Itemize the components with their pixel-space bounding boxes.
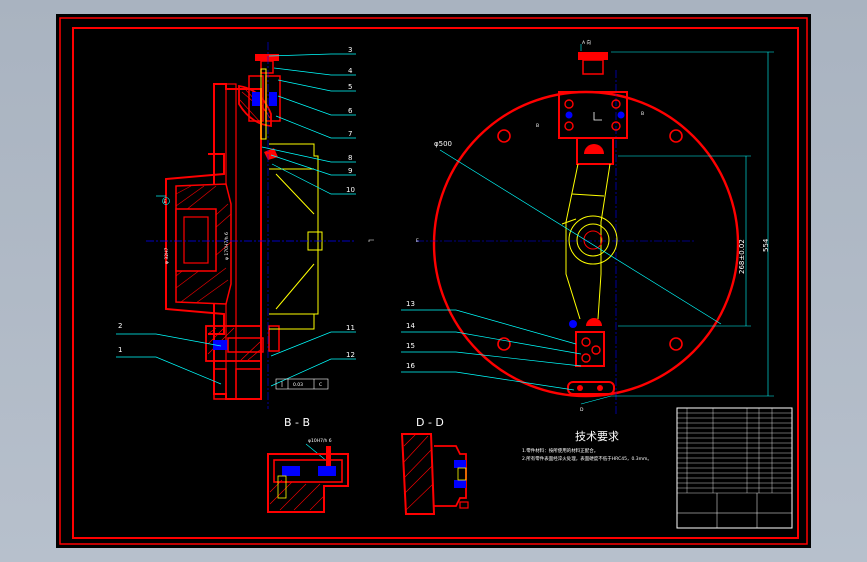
section-bb-title: B - B [284,416,310,429]
callout-5: 5 [348,83,352,91]
section-dd-title: D - D [416,416,444,429]
view-a-label: A 向 [582,39,592,46]
callout-8: 8 [348,154,352,162]
left-annotations: φ 32H7 φ 170H7/h 6 E 0.03 C [162,197,374,390]
right-plan-view [416,44,774,414]
callout-15: 15 [406,342,415,350]
callout-2: 2 [118,322,122,330]
callout-3: 3 [348,46,352,54]
dim-268: 268±0.02 [738,239,746,274]
right-annotations: φ500 268±0.02 554 A 向 B B D E [416,39,770,413]
dim-554: 554 [762,238,770,252]
right-callout-labels: 13 14 15 16 [406,300,415,370]
diameter-label: φ500 [434,140,452,148]
callout-10: 10 [346,186,355,194]
callout-16: 16 [406,362,415,370]
right-leaders [401,309,582,391]
callout-6: 6 [348,107,353,115]
tolerance-ref: C [319,382,322,388]
section-bb: B - B φ10H7/h 6 [267,416,349,513]
mark-d: D [580,407,584,413]
fit-phi32: φ 32H7 [164,247,170,264]
callout-14: 14 [406,322,415,330]
mark-b-left: B [536,123,539,129]
callout-7: 7 [348,130,352,138]
fit-phi170: φ 170H7/h 6 [224,232,230,260]
cad-drawing: 3 4 5 6 7 8 9 10 11 12 2 1 φ 32H7 φ 170H… [59,17,808,545]
callout-1: 1 [118,346,122,354]
mark-b-right: B [641,111,644,117]
callout-9: 9 [348,167,352,175]
drawing-viewport[interactable]: 3 4 5 6 7 8 9 10 11 12 2 1 φ 32H7 φ 170H… [56,14,811,548]
callout-13: 13 [406,300,415,308]
tech-title: 技术要求 [575,430,619,443]
left-section-view [146,42,356,409]
tech-requirements: 技术要求 1.零件材料：按所使用的材料正配合。 2.所有零件表面经淬火处理，表面… [522,430,652,462]
left-callout-labels: 3 4 5 6 7 8 9 10 11 12 2 1 [118,46,355,359]
callout-4: 4 [348,67,353,75]
tolerance-value: 0.03 [293,382,303,388]
section-dd: D - D [400,416,469,515]
tech-line-2: 2.所有零件表面经淬火处理，表面硬度不低于HRC45，0.3mm。 [522,455,652,462]
left-leaders [116,53,356,387]
title-block [676,407,793,529]
mark-e: E [416,238,419,244]
fit-bb: φ10H7/h 6 [308,438,332,444]
callout-12: 12 [346,351,355,359]
tech-line-1: 1.零件材料：按所使用的材料正配合。 [522,447,598,454]
callout-11: 11 [346,324,355,332]
drawing-frame [59,17,808,545]
datum-e-left: E [164,199,167,205]
